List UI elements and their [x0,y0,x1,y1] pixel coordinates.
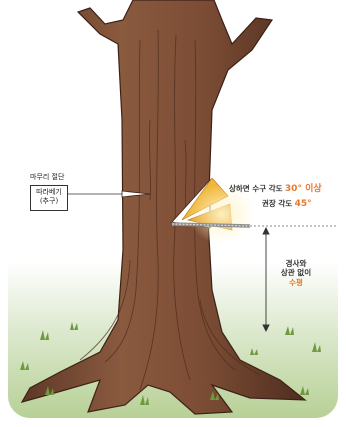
recommended-text: 권장 각도 [262,199,292,208]
final-cut-label: 마무리 절단 [30,173,64,182]
recommended-angle-label: 권장 각도 45° [262,199,312,210]
slope-line3: 수평 [278,278,314,287]
recommended-value: 45° [295,199,312,209]
back-cut-label-line2: (추구) [31,197,67,206]
slope-label: 경사와 상관 없이 수평 [278,259,314,287]
notch-angle-text: 상하면 수구 각도 [229,184,283,193]
notch-angle-label: 상하면 수구 각도 30° 이상 [229,184,322,195]
slope-line2: 상관 없이 [278,268,314,277]
back-cut-label-line1: 따라베기 [31,188,67,197]
slope-line1: 경사와 [278,259,314,268]
notch-angle-value: 30° 이상 [285,184,322,194]
back-cut-box: 따라베기 (추구) [30,185,68,211]
